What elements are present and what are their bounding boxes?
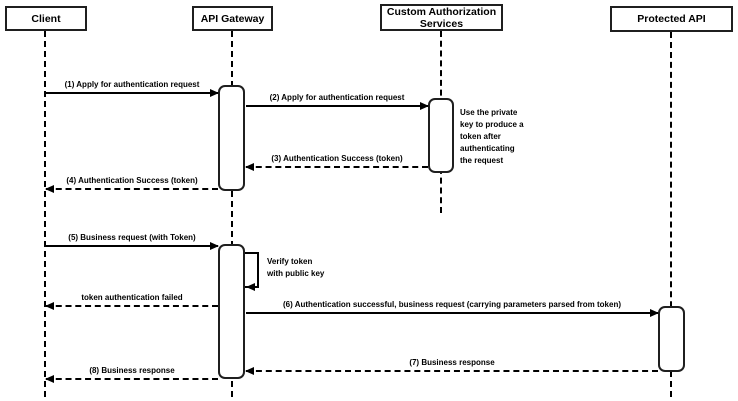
message-5-line [46,242,219,250]
message-9-line [45,375,218,383]
arrowhead-right-icon [420,102,429,110]
activation-api-gateway-auth [218,85,245,191]
message-5-business-request: (5) Business request (with Token) [46,232,219,250]
actor-custom-authorization-services: Custom Authorization Services [380,4,503,31]
message-6-line [45,302,218,310]
activation-protected-api [658,306,685,372]
message-3-line [245,163,428,171]
message-1-apply-authentication: (1) Apply for authentication request [46,79,219,97]
arrowhead-right-icon [210,242,219,250]
message-token-authentication-failed: token authentication failed [45,292,218,310]
message-6-authentication-successful-business-request: (6) Authentication successful, business … [246,299,659,317]
actor-protected-api: Protected API [610,6,733,32]
self-message-label: Verify token with public key [267,257,325,278]
message-7-line [246,309,659,317]
note-private-key: Use the private key to produce a token a… [460,108,524,165]
message-4-label: (4) Authentication Success (token) [66,176,198,185]
lifeline-api-gateway [231,31,233,397]
message-1-line [46,89,219,97]
message-9-label: (8) Business response [89,366,175,375]
actor-client: Client [5,6,87,31]
message-5-label: (5) Business request (with Token) [68,233,196,242]
message-7-label: (6) Authentication successful, business … [282,300,622,309]
message-8-business-response: (8) Business response [45,365,218,383]
arrowhead-left-icon [45,185,54,193]
arrowhead-left-icon [45,302,54,310]
message-2-apply-authentication: (2) Apply for authentication request [246,92,429,110]
message-6-label: token authentication failed [81,293,183,302]
message-3-label: (3) Authentication Success (token) [271,154,403,163]
lifeline-protected-api [670,32,672,397]
message-2-label: (2) Apply for authentication request [269,93,405,102]
message-2-line [246,102,429,110]
message-7-business-response: (7) Business response [245,357,658,375]
message-8-label: (7) Business response [409,358,495,367]
message-4-line [45,185,218,193]
message-1-label: (1) Apply for authentication request [64,80,200,89]
arrowhead-right-icon [650,309,659,317]
message-4-authentication-success: (4) Authentication Success (token) [45,175,218,193]
message-8-line [245,367,658,375]
activation-api-gateway-business [218,244,245,379]
actor-api-gateway: API Gateway [192,6,273,31]
arrowhead-left-icon [245,163,254,171]
activation-custom-authorization-services [428,98,454,173]
lifeline-client [44,31,46,397]
arrowhead-left-icon [245,367,254,375]
message-3-authentication-success: (3) Authentication Success (token) [245,153,428,171]
arrowhead-right-icon [210,89,219,97]
arrowhead-left-icon [45,375,54,383]
arrowhead-left-icon [246,283,255,291]
